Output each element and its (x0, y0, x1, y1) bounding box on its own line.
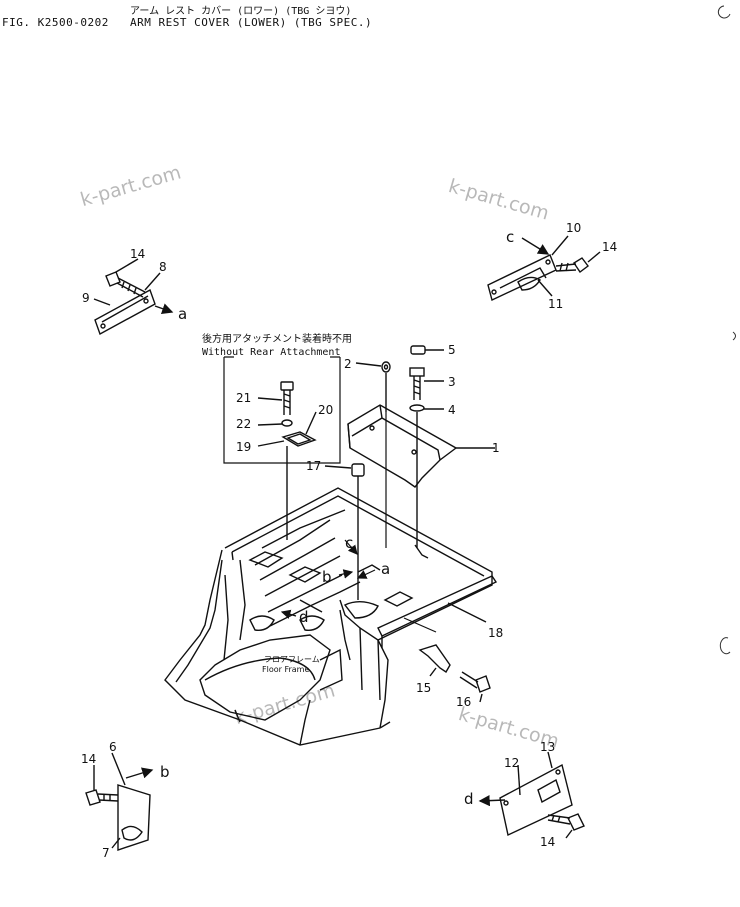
detail-c (487, 235, 601, 301)
part-label-15: 15 (416, 681, 431, 695)
part-label-8: 8 (159, 260, 167, 274)
part-17-nut (324, 463, 365, 600)
part-label-4: 4 (448, 403, 456, 417)
view-letter-a: a (178, 305, 187, 323)
part-22-washer (257, 419, 293, 427)
part-19-plate (257, 411, 317, 540)
part-label-19: 19 (236, 440, 251, 454)
view-letter-d: d (299, 608, 309, 626)
part-label-14: 14 (540, 835, 555, 849)
registration-mark (717, 5, 731, 19)
detail-b (85, 752, 154, 851)
view-letter-a: a (381, 560, 390, 578)
part-label-7: 7 (102, 846, 110, 860)
part-label-10: 10 (566, 221, 581, 235)
part-label-2: 2 (344, 357, 352, 371)
part-label-11: 11 (548, 297, 563, 311)
floor-frame (164, 487, 493, 746)
part-14-bolt (105, 271, 121, 287)
view-letter-b: b (322, 568, 332, 586)
part-5-cap (410, 345, 444, 355)
registration-mark (719, 637, 731, 655)
part-label-17: 17 (306, 459, 321, 473)
part-3-bolt (409, 367, 444, 400)
part-9-plate (94, 288, 156, 336)
part-21-bolt (257, 381, 294, 415)
japanese-title: アーム レスト カバー (ロワー) (TBG シヨウ) (130, 6, 352, 17)
detail-a (93, 258, 174, 336)
part-label-13: 13 (540, 740, 555, 754)
note-japanese: 後方用アタッチメント装着時不用 (202, 332, 352, 345)
view-letter-c: c (506, 228, 514, 246)
part-label-1: 1 (492, 441, 500, 455)
part-label-22: 22 (236, 417, 251, 431)
part-1-arm-rest-cover (347, 404, 495, 488)
part-11-block (517, 276, 541, 291)
part-18-rail (377, 575, 498, 648)
floor-frame-label-english: Floor Frame (262, 665, 309, 674)
part-label-14: 14 (602, 240, 617, 254)
part-6-plate (117, 784, 151, 851)
part-label-16: 16 (456, 695, 471, 709)
detail-d (478, 751, 585, 839)
part-16-bolt (459, 671, 491, 703)
view-letter-b: b (160, 763, 170, 781)
part-14-bolt (573, 257, 589, 274)
part-7-block (121, 825, 143, 841)
part-label-20: 20 (318, 403, 333, 417)
part-15-bracket (418, 644, 451, 677)
view-letter-c: c (345, 534, 353, 552)
note-english: Without Rear Attachment (202, 347, 340, 358)
part-label-18: 18 (488, 626, 503, 640)
part-4-washer (409, 404, 444, 548)
part-label-14: 14 (81, 752, 96, 766)
part-label-6: 6 (109, 740, 117, 754)
part-10-plate (487, 254, 557, 301)
view-arrows (280, 539, 437, 633)
diagram-title: ARM REST COVER (LOWER) (TBG SPEC.) (130, 16, 373, 29)
part-label-14: 14 (130, 247, 145, 261)
part-12-plate (499, 763, 573, 837)
part-label-12: 12 (504, 756, 519, 770)
without-rear-attachment-box (223, 356, 341, 464)
part-label-9: 9 (82, 291, 90, 305)
part-label-21: 21 (236, 391, 251, 405)
part-14-bolt (85, 789, 101, 806)
part-14-bolt (567, 813, 585, 831)
view-letter-d: d (464, 790, 474, 808)
part-13-block (537, 778, 561, 804)
part-2-nut (355, 361, 391, 412)
floor-frame-label-japanese: フロアフレーム (264, 655, 320, 664)
figure-number: FIG. K2500-0202 (2, 16, 109, 29)
part-label-5: 5 (448, 343, 456, 357)
part-label-3: 3 (448, 375, 456, 389)
